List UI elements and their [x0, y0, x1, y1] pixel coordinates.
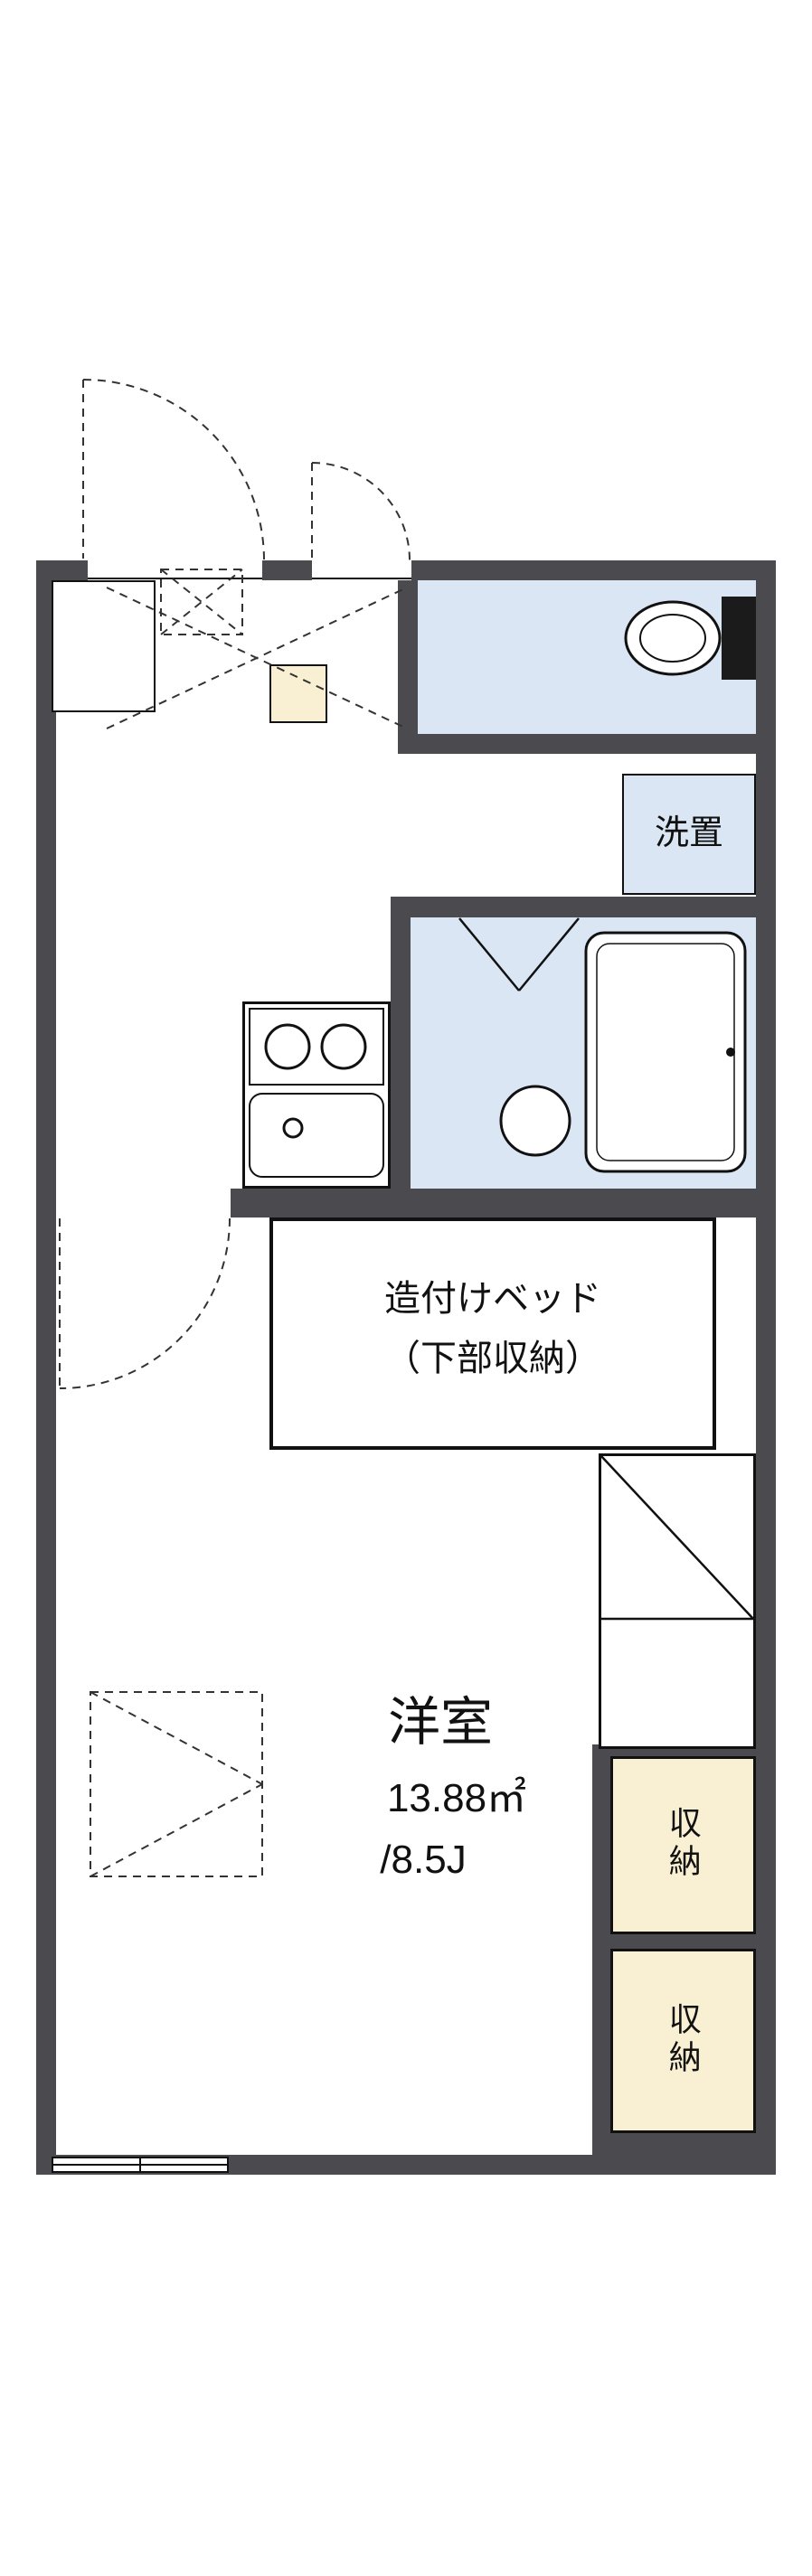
entrance-step	[52, 580, 156, 712]
bed-label-line2: （下部収納）	[384, 1339, 601, 1378]
window-bottom	[52, 2157, 229, 2173]
wall-top-c	[411, 560, 776, 580]
wall-storage-left	[592, 1752, 610, 2155]
wall-toilet-left	[398, 580, 418, 734]
wall-bath-left	[391, 897, 411, 1217]
room-door-arc	[59, 1217, 231, 1389]
wall-left	[36, 560, 56, 2175]
wall-storage-bottom	[592, 2133, 776, 2155]
dashed-furniture-outline	[90, 1691, 263, 1877]
wall-toilet-bottom	[398, 734, 776, 754]
entrance-door-arc	[82, 379, 265, 561]
room-name-label: 洋室	[387, 1693, 494, 1753]
bed-label-line1: 造付けベッド	[384, 1279, 601, 1319]
wall-storage-divider	[592, 1934, 776, 1949]
storage-label-2: 収納	[664, 2002, 702, 2078]
room-area-jo-label: /8.5J	[380, 1837, 467, 1882]
shoe-cabinet	[269, 664, 327, 723]
wall-top-b	[262, 560, 312, 580]
bathroom-floor	[411, 917, 756, 1189]
toilet-room-floor	[418, 580, 756, 734]
utility-alcove-box	[599, 1453, 756, 1749]
wall-room-divider	[231, 1189, 776, 1217]
room-area-m2-label: 13.88㎡	[386, 1775, 527, 1820]
laundry-space-label: 洗置	[654, 814, 724, 853]
storage-closet-2	[610, 1949, 756, 2133]
wall-bath-top	[391, 897, 776, 917]
storage-closet-1	[610, 1756, 756, 1934]
secondary-door-arc	[311, 462, 411, 561]
storage-label-1: 収納	[664, 1806, 702, 1882]
built-in-bed-box	[269, 1217, 716, 1450]
wall-right	[756, 560, 776, 2175]
kitchen-unit	[242, 1001, 391, 1189]
wall-top-a	[36, 560, 88, 580]
laundry-space-box	[622, 774, 756, 895]
